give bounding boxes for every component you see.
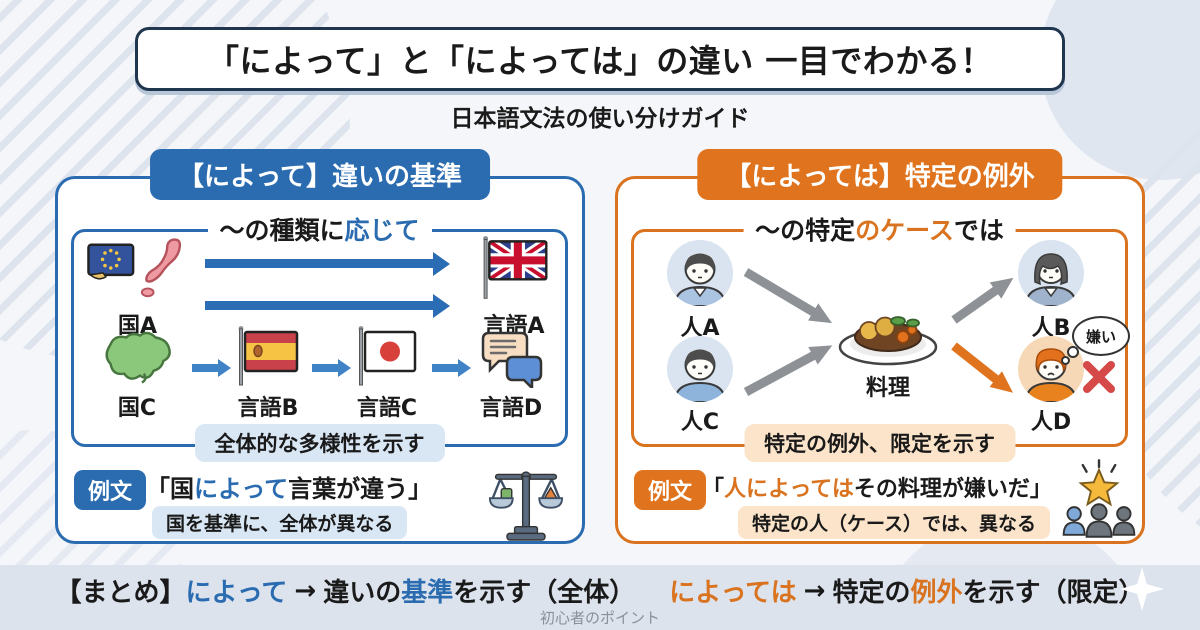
panel-niyotteha: 【によっては】特定の例外 ～の特定のケースでは [615, 149, 1145, 544]
label-person-d: 人D [1030, 410, 1072, 435]
summary-term-niyotteha: によっては [669, 578, 797, 608]
person-d-icon [1018, 336, 1084, 402]
label-person-c: 人C [680, 410, 720, 435]
person-b-icon [1018, 240, 1084, 306]
niyotteha-example-badge: 例文 [634, 470, 707, 510]
summary-line: 【まとめ】 によって → 違いの 基準 を示す（全体） によっては → 特定の … [0, 572, 1200, 609]
footer-note: 初心者のポイント [539, 609, 660, 627]
summary-term-niyotte: によって [185, 578, 288, 608]
balance-scale-icon [488, 462, 564, 542]
panel-niyotteha-badge: 【によっては】特定の例外 [697, 149, 1063, 200]
niyotteha-diagram-title: ～の特定のケースでは [743, 211, 1016, 247]
niyotte-diagram-box: ～の種類に応じて 国A [71, 211, 568, 462]
niyotteha-diagram-box: ～の特定のケースでは [631, 211, 1130, 462]
niyotte-example-badge: 例文 [74, 470, 147, 510]
panel-niyotte-badge: 【によって】違いの基準 [150, 149, 490, 200]
summary-arrow-2: → [803, 575, 826, 606]
person-c-icon [667, 336, 733, 402]
arrow-country-a-to-lang-a-1 [205, 259, 433, 268]
arrow-country-a-to-lang-a-2 [205, 301, 433, 310]
label-lang-b: 言語B [237, 396, 299, 421]
label-country-c: 国C [117, 396, 157, 421]
star-people-icon [1056, 457, 1142, 541]
arrow-country-c-to-lang-b [192, 364, 218, 372]
summary-arrow-1: → [294, 575, 317, 606]
niyotteha-example-sentence: 「人によってはその料理が嫌いだ」 [702, 477, 1052, 502]
page-subtitle: 日本語文法の使い分けガイド [450, 106, 750, 132]
uk-flag-icon [478, 232, 552, 302]
speech-bubbles-icon [477, 328, 545, 388]
japan-flag-icon [355, 324, 419, 388]
cross-mark-icon [1082, 360, 1116, 394]
title-box: 「によって」と「によっては」の違い 一目でわかる！ [135, 27, 1065, 91]
arrow-lang-b-to-lang-c [312, 364, 338, 372]
niyotteha-example-note: 特定の人（ケース）では、異なる [738, 506, 1051, 539]
eu-flag-japan-map-icon [85, 236, 190, 304]
niyotte-example-note: 国を基準に、全体が異なる [152, 506, 408, 539]
panel-niyotte: 【によって】違いの基準 ～の種類に応じて 国A [55, 149, 585, 544]
summary-bar: 【まとめ】 によって → 違いの 基準 を示す（全体） によっては → 特定の … [0, 565, 1200, 630]
niyotte-example-sentence: 「国によって言葉が違う」 [146, 475, 433, 503]
thought-bubble: 嫌い [1061, 316, 1130, 365]
page-title: 「によって」と「によっては」の違い 一目でわかる！ [207, 42, 993, 80]
arrow-lang-c-to-lang-d [432, 364, 458, 372]
label-dish: 料理 [865, 376, 910, 401]
niyotte-takeaway-pill: 全体的な多様性を示す [194, 424, 445, 462]
thought-text: 嫌い [1085, 327, 1116, 346]
label-lang-c: 言語C [356, 396, 418, 421]
flow-arrows [743, 268, 1014, 396]
niyotte-diagram-title: ～の種類に応じて [207, 211, 432, 247]
china-map-icon [93, 330, 181, 388]
label-lang-d: 言語D [479, 396, 543, 421]
spain-flag-icon [235, 324, 301, 388]
person-a-icon [667, 240, 733, 306]
dish-icon [836, 300, 940, 368]
summary-label: 【まとめ】 [55, 578, 186, 608]
niyotteha-takeaway-pill: 特定の例外、限定を示す [744, 424, 1015, 462]
